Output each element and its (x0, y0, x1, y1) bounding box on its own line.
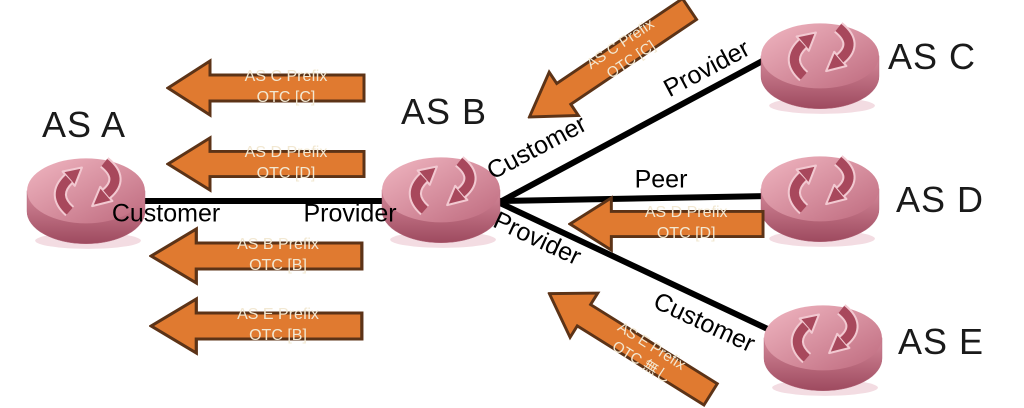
otc-attribute: OTC [D] (656, 225, 716, 242)
node-label-as-e: AS E (897, 321, 985, 362)
link-line-b-d (497, 193, 775, 204)
prefix-arrow-c-prefix-to-as-a: AS C Prefix OTC [C] (166, 58, 366, 118)
left-block-arrow-shape (166, 58, 366, 118)
prefix-arrow-b-prefix-to-as-a: AS B Prefix OTC [B] (149, 226, 364, 286)
node-label-as-c: AS C (887, 36, 977, 77)
otc-attribute: OTC [D] (256, 165, 316, 182)
node-label-as-d: AS D (895, 179, 985, 220)
prefix-arrow-e-prefix-to-as-a: AS E Prefix OTC [B] (149, 296, 364, 356)
router-icon-as-e (762, 295, 884, 397)
prefix-arrow-text: AS B Prefix OTC [B] (194, 226, 362, 286)
link-b-d-peer-label: Peer (634, 165, 688, 194)
prefix-arrow-text: AS D Prefix OTC [D] (609, 195, 763, 253)
left-block-arrow-shape (568, 195, 765, 253)
link-a-b-provider-label: Provider (303, 199, 397, 228)
prefix-arrow-d-prefix-to-as-b: AS D Prefix OTC [D] (568, 195, 765, 253)
left-block-arrow-shape (527, 0, 699, 119)
router-icon-as-d (759, 146, 881, 248)
prefix-name: AS C Prefix (244, 68, 328, 86)
prefix-name: AS D Prefix (644, 204, 728, 222)
prefix-arrow-text: AS C Prefix OTC [C] (208, 58, 364, 118)
link-line-b-c (497, 55, 771, 205)
otc-attribute: OTC [C] (256, 89, 316, 106)
prefix-name: AS D Prefix (244, 144, 328, 162)
otc-attribute: OTC [B] (249, 257, 307, 274)
otc-attribute: OTC [B] (249, 327, 307, 344)
prefix-arrow-c-prefix-to-as-b: AS C Prefix OTC [C] (512, 0, 708, 142)
left-block-arrow-shape (166, 135, 366, 193)
link-line-b-e (497, 200, 777, 335)
node-label-as-b: AS B (400, 91, 488, 132)
left-block-arrow-shape (547, 291, 720, 408)
link-a-b-customer-label: Customer (111, 199, 221, 228)
prefix-arrow-text: AS D Prefix OTC [D] (208, 135, 364, 193)
prefix-arrow-text: AS E Prefix OTC [B] (194, 296, 362, 356)
left-block-arrow-shape (149, 226, 364, 286)
prefix-name: AS B Prefix (237, 236, 319, 254)
prefix-name: AS E Prefix (237, 306, 319, 324)
prefix-arrow-d-prefix-to-as-a: AS D Prefix OTC [D] (166, 135, 366, 193)
prefix-arrow-e-prefix-to-as-b: AS E Prefix OTC 無し (532, 268, 727, 408)
node-label-as-a: AS A (41, 104, 127, 145)
left-block-arrow-shape (149, 296, 364, 356)
router-icon-as-c (759, 13, 881, 115)
